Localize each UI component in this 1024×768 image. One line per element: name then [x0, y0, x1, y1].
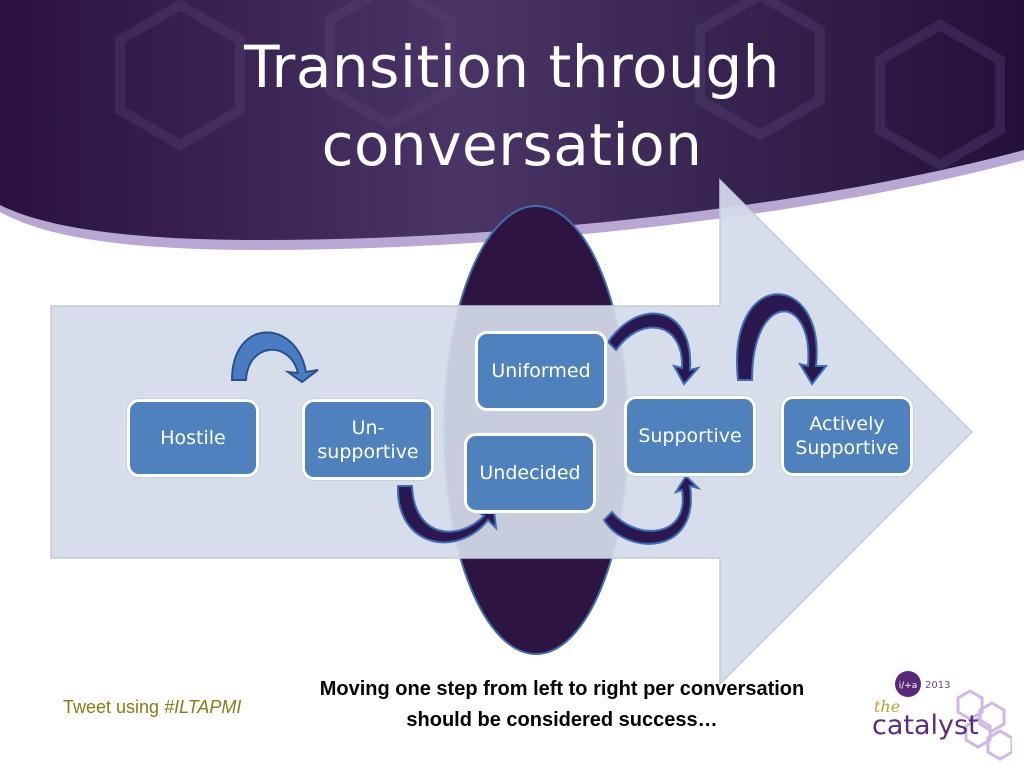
curve-arrow-uniformed-supportive: [606, 312, 701, 386]
logo-name: catalyst: [872, 710, 979, 741]
curve-arrow-unsupportive-undecided: [396, 485, 498, 544]
header-background: [0, 0, 1024, 240]
tweet-prompt: Tweet using #ILTAPMI: [63, 697, 241, 718]
curve-arrow-undecided-supportive: [602, 474, 702, 545]
stage-hostile: Hostile: [127, 399, 259, 477]
logo-badge: [895, 671, 921, 697]
curve-arrow-supportive-actively: [736, 293, 829, 386]
header-hexagon-pattern: [115, 0, 1005, 171]
stage-supportive: Supportive: [624, 396, 756, 476]
title-line-2: conversation: [321, 111, 703, 179]
stage-label: Un- supportive: [317, 416, 419, 463]
logo-the: the: [874, 697, 900, 716]
slide-title: Transition through conversation: [0, 28, 1024, 184]
stage-uniformed: Uniformed: [475, 331, 607, 411]
logo-year: 2013: [925, 680, 950, 691]
progress-arrow: [50, 178, 974, 686]
tweet-prefix: Tweet using: [63, 697, 165, 717]
stage-undecided: Undecided: [464, 433, 596, 513]
stage-unsupportive: Un- supportive: [302, 399, 434, 480]
caption: Moving one step from left to right per c…: [268, 674, 856, 736]
curve-arrow-hostile-unsupportive: [230, 331, 319, 384]
stage-label: Actively Supportive: [795, 413, 899, 459]
logo-badge-text: i/+a: [899, 681, 918, 691]
stage-label: Supportive: [638, 425, 742, 447]
stage-actively-supportive: Actively Supportive: [781, 396, 913, 476]
stage-label: Uniformed: [491, 360, 591, 382]
catalyst-logo: i/+a 2013 the catalyst: [872, 671, 1012, 761]
caption-line-1: Moving one step from left to right per c…: [319, 678, 805, 700]
tweet-hashtag: #ILTAPMI: [164, 697, 242, 717]
logo-hexagons: [956, 689, 1012, 761]
stage-label: Undecided: [479, 462, 581, 484]
stage-label: Hostile: [160, 427, 226, 449]
title-line-1: Transition through: [244, 33, 780, 101]
caption-line-2: should be considered success…: [406, 709, 718, 731]
